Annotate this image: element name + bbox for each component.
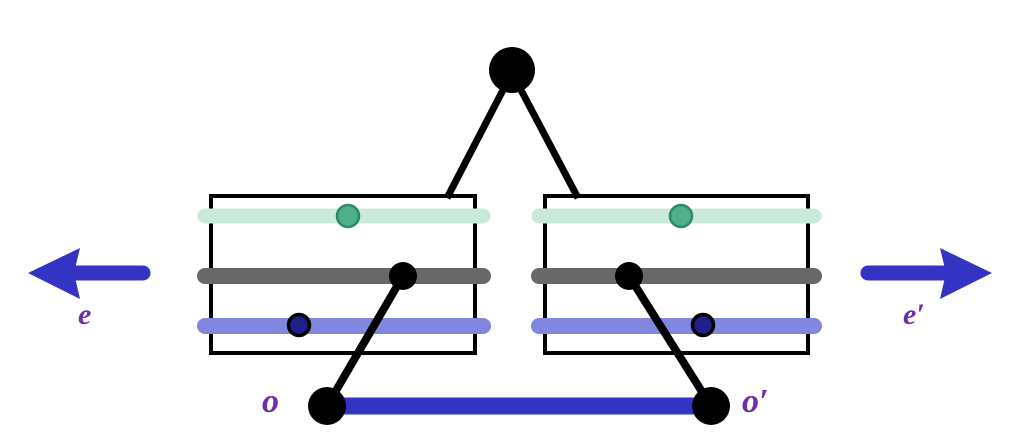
right-frame-group	[531, 194, 822, 355]
arrow-right-icon	[860, 248, 992, 299]
right-arrow-label: e′	[903, 298, 925, 331]
left-worldline	[323, 273, 407, 409]
left-arrow-label: e	[78, 298, 92, 331]
left-dot-green	[335, 203, 361, 229]
apex-edge-left	[443, 88, 507, 200]
apex-edge-right	[517, 88, 582, 200]
left-observer-label: o	[262, 383, 279, 420]
right-worldline	[625, 273, 715, 409]
right-dot-navy	[690, 312, 716, 338]
left-observer-node	[308, 387, 346, 425]
left-dot-black	[389, 262, 417, 290]
left-frame-group	[197, 194, 491, 355]
apex-node-icon	[489, 47, 535, 93]
right-dot-green	[668, 203, 694, 229]
right-dot-black	[615, 262, 643, 290]
left-dot-navy	[286, 312, 312, 338]
apex-edge-group	[443, 88, 582, 200]
arrow-left-icon	[28, 248, 151, 299]
right-observer-label: o′	[742, 383, 769, 420]
right-observer-node	[692, 387, 730, 425]
